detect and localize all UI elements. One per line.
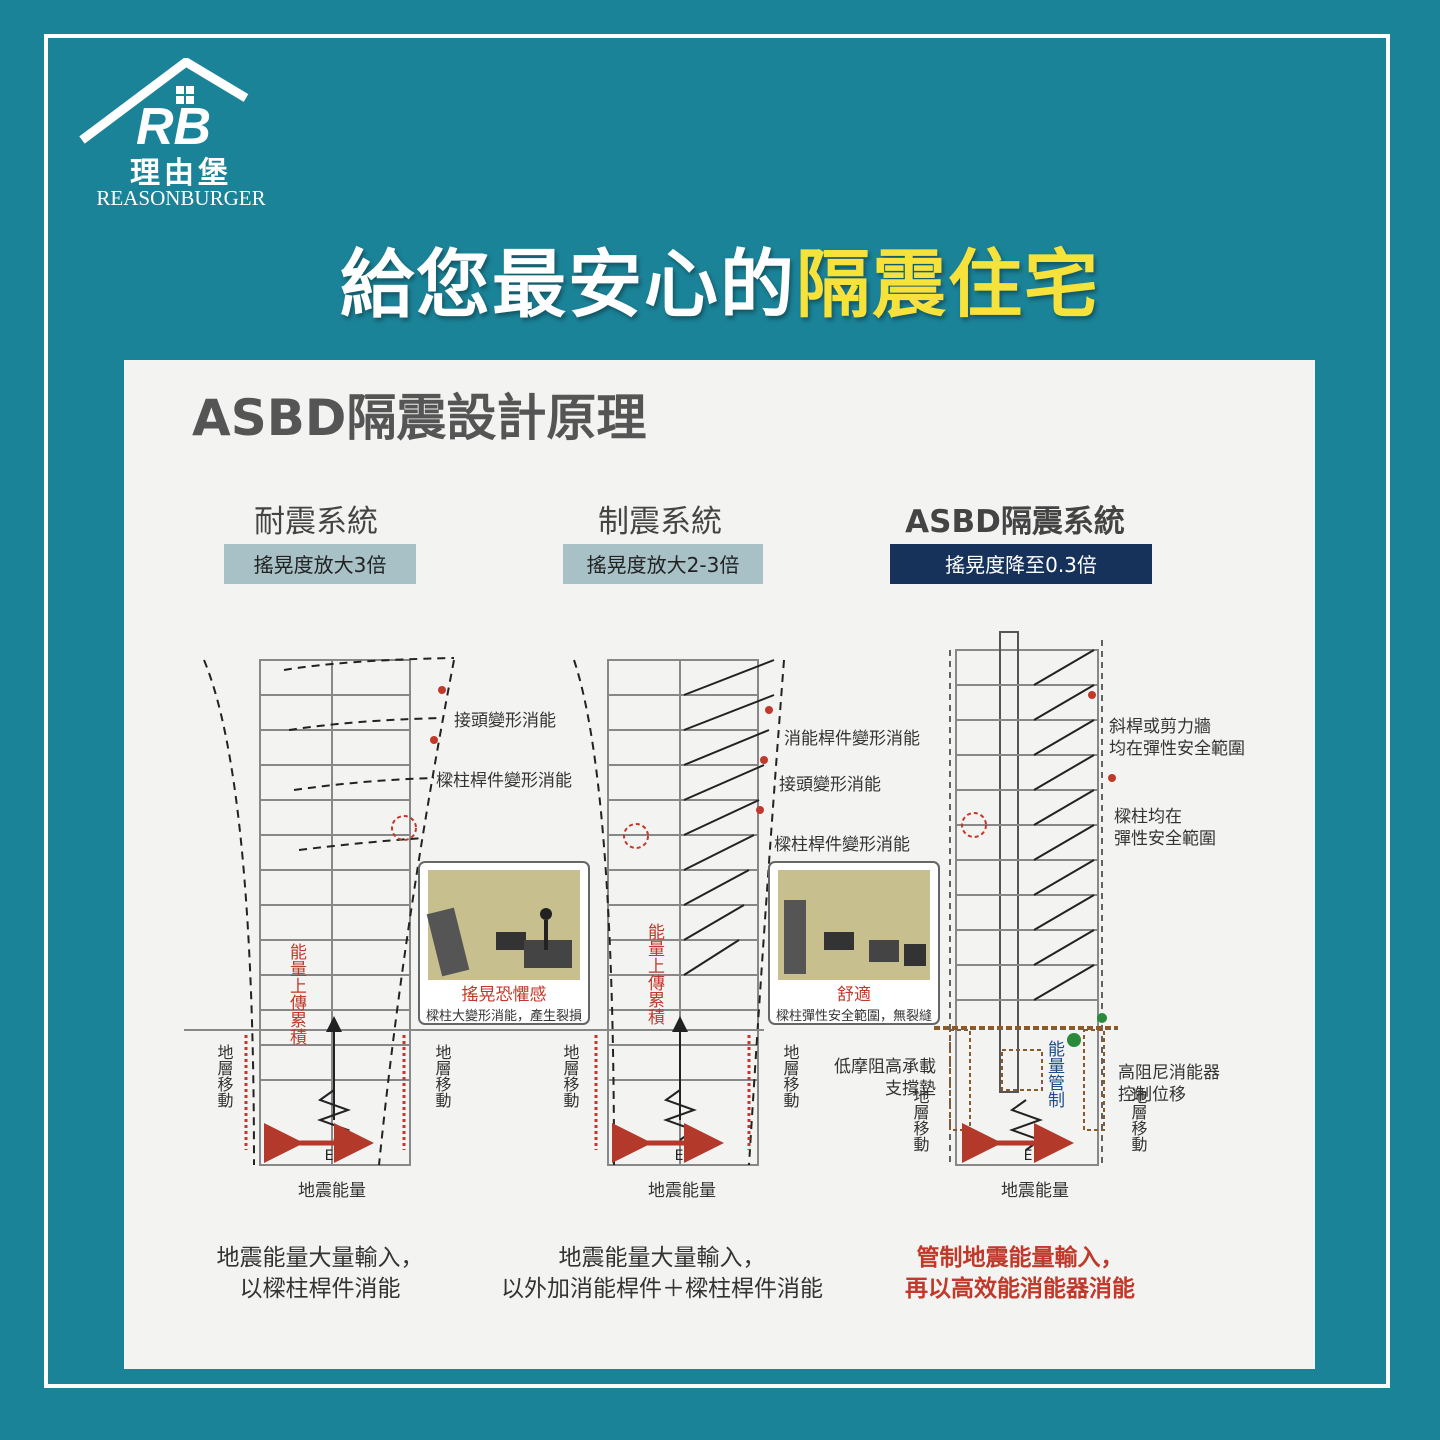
badge-text: 搖晃度放大3倍 — [254, 553, 387, 577]
logo-mark: RB — [136, 98, 211, 150]
system-title: 制震系統 — [598, 504, 722, 540]
e-label: E — [1024, 1148, 1033, 1164]
room-scene: 搖晃恐懼感 樑柱大變形消能，產生裂損 — [418, 861, 590, 1025]
foundation — [949, 1029, 971, 1131]
e-label: E — [325, 1148, 334, 1164]
energy-label: 地震能量 — [298, 1181, 366, 1201]
e-label: E — [675, 1148, 684, 1164]
badge-text: 搖晃度放大2-3倍 — [587, 553, 740, 577]
energy-label: 地震能量 — [648, 1181, 716, 1201]
damper-label: 高阻尼消能器 — [1118, 1063, 1220, 1083]
building-frame — [607, 659, 759, 1166]
logo-name-en: REASONBURGER — [96, 186, 266, 210]
diagram-panel: ASBD隔震設計原理 耐震系統 搖晃度放大3倍 — [124, 360, 1315, 1369]
summary-line1: 地震能量大量輸入， — [559, 1245, 766, 1271]
label: 樑柱均在 — [1114, 807, 1182, 827]
room-caption: 搖晃恐懼感 — [462, 984, 547, 1005]
ground-move-label: 地層移動 — [781, 1044, 800, 1109]
room-caption: 舒適 — [837, 985, 871, 1005]
headline-part1: 給您最安心的 — [340, 242, 796, 328]
brace-members — [683, 659, 775, 976]
joint-dot — [760, 756, 768, 764]
deformed-shape — [573, 659, 785, 1166]
system-title: 耐震系統 — [254, 504, 378, 540]
label: 彈性安全範圍 — [1114, 829, 1216, 849]
summary-line1: 地震能量大量輸入， — [217, 1245, 424, 1271]
energy-up-text: 能量上傳累積 — [286, 943, 307, 1045]
joint-dot — [430, 736, 438, 744]
bearing-label: 支撐墊 — [885, 1079, 936, 1099]
headline-highlight: 隔震住宅 — [796, 242, 1100, 328]
house-logo-icon: RB — [79, 56, 249, 156]
ground-move-label: 地層移動 — [215, 1044, 234, 1109]
label: 樑柱桿件變形消能 — [436, 771, 572, 791]
summary-line2: 以樑柱桿件消能 — [240, 1276, 401, 1302]
energy-control-text: 能量管制 — [1044, 1040, 1065, 1108]
column-damping: 制震系統 搖晃度放大2-3倍 — [501, 504, 940, 1302]
ground-move-label: 地層移動 — [561, 1044, 580, 1109]
joint-dot — [438, 686, 446, 694]
damper-label: 控制位移 — [1118, 1085, 1186, 1105]
label: 均在彈性安全範圍 — [1109, 739, 1245, 759]
badge — [563, 544, 763, 584]
system-title: ASBD隔震系統 — [905, 504, 1125, 540]
outer-frame — [44, 34, 1390, 1388]
foundation — [1083, 1029, 1105, 1131]
column-seismic-resistant: 耐震系統 搖晃度放大3倍 — [184, 504, 590, 1302]
joint-marker — [391, 815, 417, 841]
asbd-diagram: ASBD隔震設計原理 耐震系統 搖晃度放大3倍 — [184, 389, 1245, 1302]
damper-icon — [1097, 1013, 1107, 1023]
bearing-label: 低摩阻高承載 — [834, 1057, 936, 1077]
joint-dot — [1108, 774, 1116, 782]
summary-line1: 管制地震能量輸入， — [917, 1244, 1124, 1271]
joint-marker — [623, 823, 649, 849]
ground-move-label: 地層移動 — [1129, 1088, 1148, 1153]
summary-line2: 再以高效能消能器消能 — [905, 1275, 1135, 1302]
label: 樑柱桿件變形消能 — [774, 835, 910, 855]
energy-up-text: 能量上傳累積 — [644, 923, 665, 1025]
damper-icon — [1067, 1033, 1081, 1047]
room-scene: 舒適 樑柱彈性安全範圍，無裂縫 — [768, 861, 940, 1025]
building-frame — [955, 631, 1099, 1166]
joint-marker — [961, 812, 987, 838]
badge — [224, 544, 416, 584]
label: 斜桿或剪力牆 — [1109, 717, 1211, 737]
summary-line2: 以外加消能桿件＋樑柱桿件消能 — [501, 1276, 823, 1302]
brace-members — [1033, 649, 1095, 1001]
badge — [890, 544, 1152, 584]
joint-dot — [756, 806, 764, 814]
ground-move-label: 地層移動 — [433, 1044, 452, 1109]
label: 接頭變形消能 — [454, 711, 556, 731]
label: 消能桿件變形消能 — [784, 729, 920, 749]
label: 接頭變形消能 — [779, 775, 881, 795]
room-caption-detail: 樑柱大變形消能，產生裂損 — [426, 1008, 582, 1024]
headline: 給您最安心的隔震住宅 — [0, 240, 1440, 330]
diagram-title: ASBD隔震設計原理 — [192, 389, 646, 447]
joint-dot — [1088, 691, 1096, 699]
isolation-pit — [1001, 1049, 1043, 1091]
column-asbd-isolation: ASBD隔震系統 搖晃度降至0.3倍 — [834, 504, 1245, 1302]
ground-move-label: 地層移動 — [911, 1088, 930, 1153]
logo: RB 理由堡 REASONBURGER — [76, 56, 286, 218]
joint-dot — [765, 706, 773, 714]
energy-label: 地震能量 — [1001, 1181, 1069, 1201]
logo-name-zh: 理由堡 — [130, 156, 232, 191]
deformed-shape — [203, 657, 455, 1166]
badge-text: 搖晃度降至0.3倍 — [945, 553, 1097, 577]
room-caption-detail: 樑柱彈性安全範圍，無裂縫 — [776, 1008, 932, 1024]
